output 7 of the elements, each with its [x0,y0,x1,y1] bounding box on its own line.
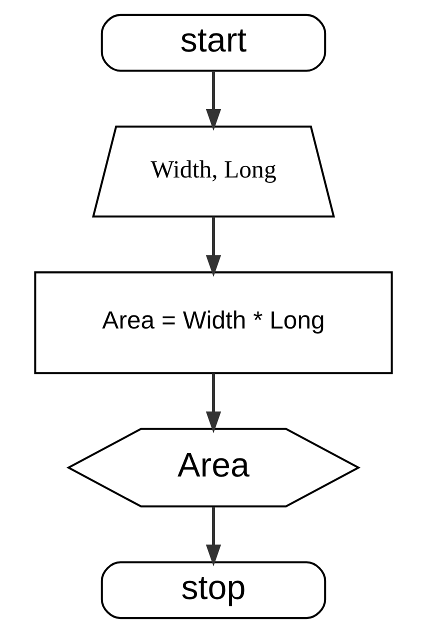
arrow [205,71,221,131]
arrow [205,373,221,434]
arrow [205,506,221,566]
node-box: start [100,14,326,72]
arrow [205,216,221,277]
node-box: stop [100,561,326,620]
node-box: Area = Width * Long [34,271,392,374]
